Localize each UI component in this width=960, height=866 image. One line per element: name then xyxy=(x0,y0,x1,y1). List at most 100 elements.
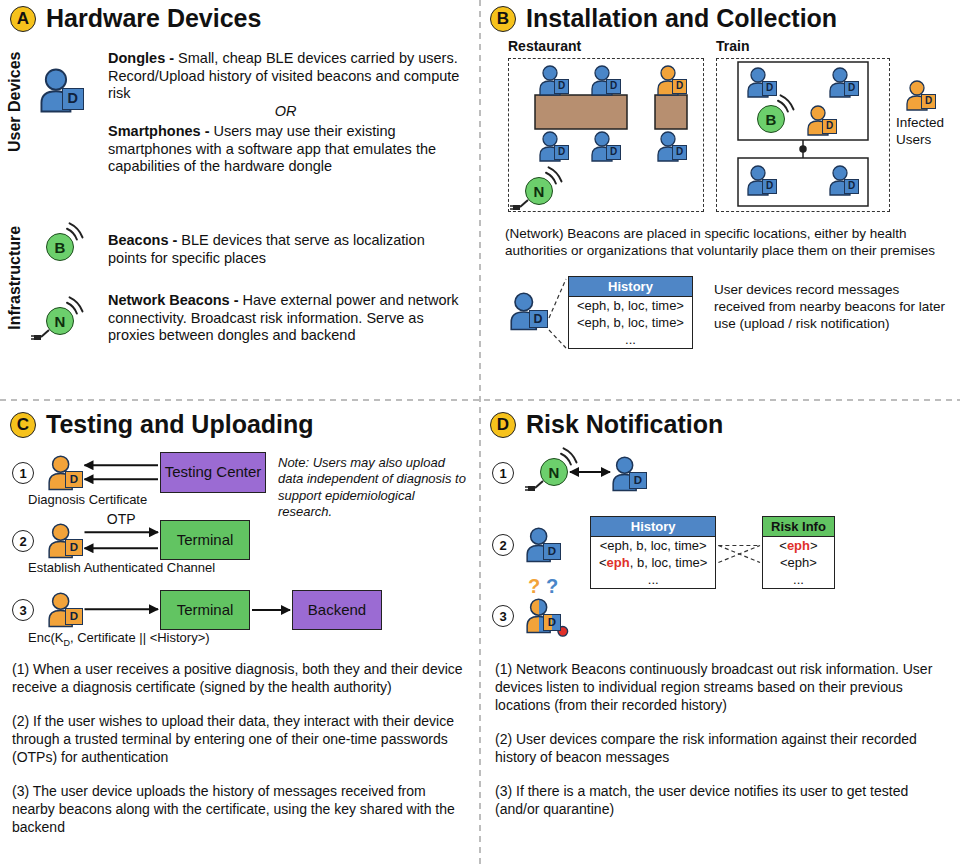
label-text: (3) If there is a match, the user device… xyxy=(495,783,908,817)
label-text: Smartphones - xyxy=(108,123,210,139)
arrow-connector xyxy=(85,531,159,533)
panel-heading: AHardware Devices xyxy=(10,4,261,33)
label-text: User devices record messages received fr… xyxy=(714,282,945,331)
user-device: D xyxy=(747,165,777,195)
user-device: D xyxy=(48,455,83,490)
beacon: B xyxy=(757,105,785,133)
data-table: Risk Info<eph><eph>... xyxy=(762,516,835,589)
leader-line xyxy=(549,279,566,348)
process-box: Backend xyxy=(292,590,382,630)
user-device: D xyxy=(657,131,687,161)
label-text: ? xyxy=(528,575,540,597)
match-line xyxy=(718,546,760,563)
text-block: User devices record messages received fr… xyxy=(714,282,952,333)
process-box: Terminal xyxy=(160,590,250,630)
beacon: B xyxy=(46,233,74,261)
process-box: Testing Center xyxy=(160,452,266,493)
label-text: Beacons - xyxy=(108,232,177,248)
label-text: Infected Users xyxy=(896,115,944,147)
arrow-connector xyxy=(85,608,159,610)
match-line xyxy=(718,545,760,546)
user-device: D xyxy=(510,292,548,330)
user-device: D xyxy=(807,105,837,135)
label-text: (Network) Beacons are placed in specific… xyxy=(505,226,935,258)
label-text: ? xyxy=(546,575,558,597)
text-block: (3) The user device uploads the history … xyxy=(12,782,468,837)
arrow-connector xyxy=(570,471,610,473)
text-block: Note: Users may also upload data indepen… xyxy=(278,455,468,520)
label-text: OR xyxy=(275,103,297,119)
data-table: History<eph, b, loc, time><eph, b, loc, … xyxy=(590,516,716,589)
label-text: (2) If the user wishes to upload their d… xyxy=(12,713,454,765)
user-device: D xyxy=(539,131,569,161)
step-number: 3 xyxy=(12,599,34,621)
text-block: Enc(KD, Certificate || <History>) xyxy=(28,630,210,649)
arrow-connector xyxy=(85,464,159,466)
text-block: Smartphones -Users may use their existin… xyxy=(108,123,463,176)
text-block: Network Beacons -Have external power and… xyxy=(108,292,463,345)
text-block: ? xyxy=(546,574,558,598)
step-number: 2 xyxy=(492,534,514,556)
beacon: N xyxy=(525,177,553,205)
step-number: 1 xyxy=(12,462,34,484)
arrow-connector xyxy=(85,547,159,549)
label-text: Establish Authenticated Channel xyxy=(28,560,215,575)
data-table: History<eph, b, loc, time><eph, b, loc, … xyxy=(568,276,693,349)
user-device: D xyxy=(829,67,859,97)
panel-heading: CTesting and Uploading xyxy=(10,410,314,439)
user-device: D xyxy=(747,67,777,97)
location-frame: RestaurantDDDDDDN xyxy=(508,58,704,212)
text-block: Infected Users xyxy=(896,115,958,149)
user-device: D xyxy=(48,592,83,627)
user-device: D xyxy=(612,456,647,491)
user-device: D xyxy=(829,165,859,195)
user-device: D xyxy=(591,131,621,161)
beacon: N xyxy=(540,458,568,486)
label-text: (3) The user device uploads the history … xyxy=(12,783,455,835)
user-device: D xyxy=(526,527,561,562)
text-block: Beacons -BLE devices that serve as local… xyxy=(108,232,463,267)
user-device: D xyxy=(526,598,561,633)
label-text: User Devices xyxy=(6,52,23,153)
label-text: Note: Users may also upload data indepen… xyxy=(278,455,466,519)
step-number: 1 xyxy=(492,462,514,484)
beacon: N xyxy=(46,307,74,335)
user-device: D xyxy=(48,523,83,558)
panel-heading: DRisk Notification xyxy=(490,410,723,439)
train-car xyxy=(738,62,868,206)
text-block: (2) If the user wishes to upload their d… xyxy=(12,712,468,767)
label-text: , Certificate || <History>) xyxy=(70,630,210,645)
text-block: OR xyxy=(108,103,463,121)
panel-heading: BInstallation and Collection xyxy=(490,4,837,33)
label-text: Network Beacons - xyxy=(108,292,239,308)
text-block: (Network) Beacons are placed in specific… xyxy=(505,226,945,260)
text-block: (1) Network Beacons continuously broadca… xyxy=(495,660,947,715)
user-device: D xyxy=(40,68,84,112)
label-text: Diagnosis Certificate xyxy=(28,492,147,507)
restaurant-table xyxy=(535,95,687,129)
text-block: Infrastructure xyxy=(5,223,25,333)
edge-label: OTP xyxy=(105,511,138,527)
text-block: Dongles -Small, cheap BLE devices carrie… xyxy=(108,50,463,103)
label-text: D xyxy=(63,638,70,648)
text-block: (1) When a user receives a positive diag… xyxy=(12,660,468,696)
label-text: Enc(K xyxy=(28,630,63,645)
label-text: (2) User devices compare the risk inform… xyxy=(495,731,917,765)
text-block: (2) User devices compare the risk inform… xyxy=(495,730,947,766)
step-number: 3 xyxy=(492,605,514,627)
text-block: User Devices xyxy=(5,47,25,157)
text-block: Establish Authenticated Channel xyxy=(28,560,215,576)
text-block: (3) If there is a match, the user device… xyxy=(495,782,947,818)
user-device: D xyxy=(539,65,569,95)
user-device: D xyxy=(657,65,687,95)
text-block: Diagnosis Certificate xyxy=(28,492,147,508)
user-device: D xyxy=(591,65,621,95)
label-text: Infrastructure xyxy=(6,226,23,330)
arrow-connector xyxy=(85,478,159,480)
label-text: Dongles - xyxy=(108,50,174,66)
label-text: (1) When a user receives a positive diag… xyxy=(12,661,463,695)
user-device: D xyxy=(906,80,936,110)
text-block: ? xyxy=(528,574,540,598)
process-box: Terminal xyxy=(160,520,250,560)
